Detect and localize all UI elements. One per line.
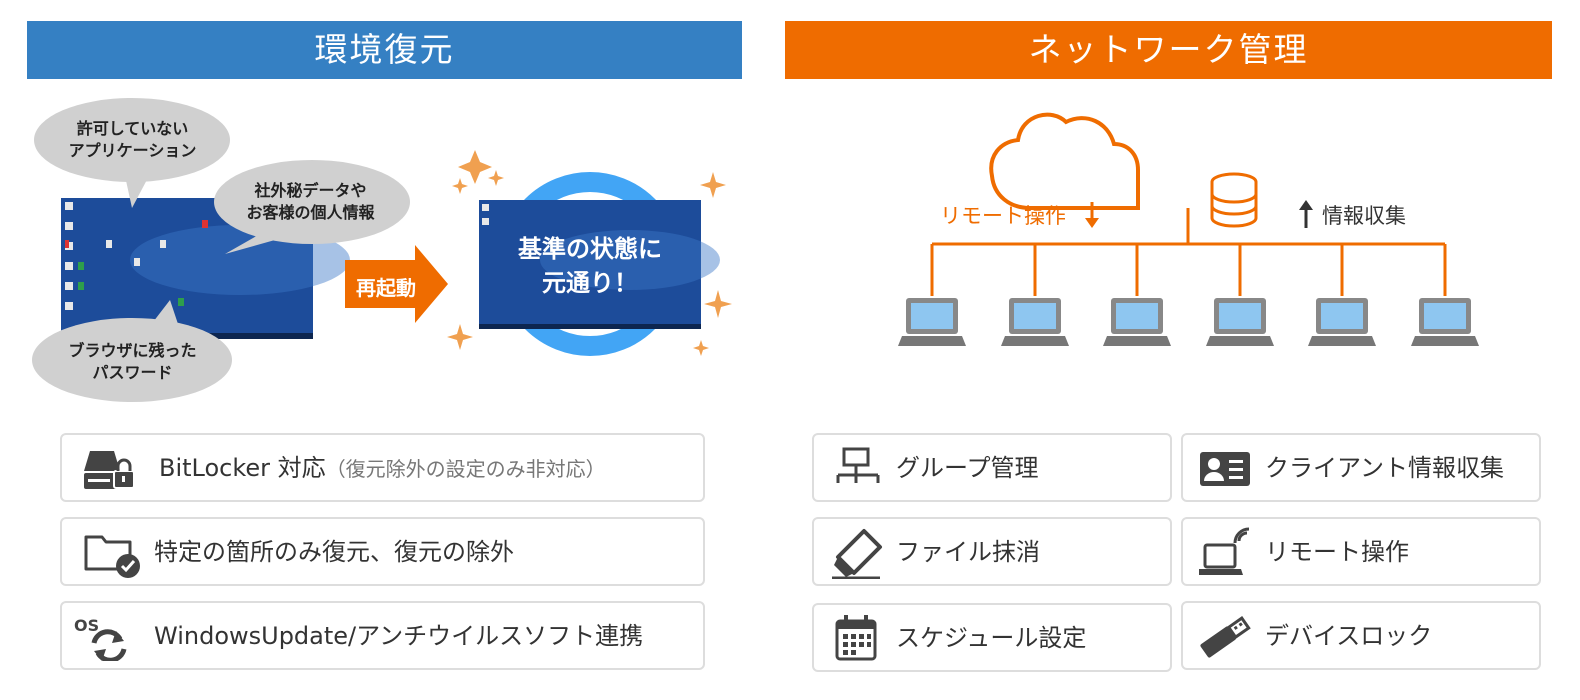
feature-file-erase: ファイル抹消 — [812, 517, 1172, 586]
feature-label: BitLocker 対応（復元除外の設定のみ非対応） — [159, 435, 606, 502]
feature-bitlocker: BitLocker 対応（復元除外の設定のみ非対応） — [60, 433, 705, 502]
feature-label: デバイスロック — [1265, 622, 1433, 650]
id-card-icon — [1200, 452, 1250, 486]
bubble-text-line: パスワード — [92, 363, 173, 382]
feature-label: スケジュール設定 — [896, 624, 1087, 652]
feature-client-info: クライアント情報収集 — [1181, 433, 1541, 502]
feature-schedule: スケジュール設定 — [812, 603, 1172, 672]
bubble-text-line: ブラウザに残った — [68, 341, 197, 360]
sparkles-decoration — [447, 150, 732, 356]
feature-label-note: （復元除外の設定のみ非対応） — [325, 457, 606, 481]
network-section-title: ネットワーク管理 — [785, 21, 1552, 79]
restored-line: 基準の状態に — [518, 235, 662, 263]
speech-bubbles — [32, 98, 410, 402]
restart-arrow — [345, 245, 448, 323]
feature-windowsupdate: OS WindowsUpdate/アンチウイルスソフト連携 — [60, 601, 705, 670]
calendar-icon — [835, 615, 877, 661]
info-collection-label: 情報収集 — [1322, 204, 1406, 228]
network-lines — [930, 208, 1447, 296]
eraser-icon — [832, 529, 882, 579]
network-diagram — [898, 112, 1479, 346]
database-icon — [1210, 172, 1258, 228]
restored-line: 元通り！ — [542, 269, 638, 297]
feature-label: クライアント情報収集 — [1265, 454, 1505, 482]
client-laptops — [898, 298, 1479, 346]
feature-label-main: BitLocker 対応 — [159, 454, 326, 482]
desktop-after-screen — [479, 200, 720, 329]
bubble-unauthorized-apps: 許可していない アプリケーション — [40, 118, 225, 162]
feature-remote-operation: リモート操作 — [1181, 517, 1541, 586]
os-sync-icon: OS — [74, 616, 127, 661]
restored-message: 基準の状態に 元通り！ — [480, 232, 700, 300]
feature-label: WindowsUpdate/アンチウイルスソフト連携 — [154, 622, 644, 650]
cloud-icon — [989, 112, 1140, 210]
remote-laptop-icon — [1199, 527, 1250, 575]
feature-partial-restore: 特定の箇所のみ復元、復元の除外 — [60, 517, 705, 586]
feature-label: 特定の箇所のみ復元、復元の除外 — [154, 538, 514, 566]
feature-label: グループ管理 — [896, 454, 1039, 482]
bubble-confidential-data: 社外秘データや お客様の個人情報 — [218, 180, 403, 224]
drive-lock-icon — [84, 451, 135, 489]
usb-icon — [1200, 616, 1251, 658]
restore-illustration — [32, 98, 732, 402]
restore-section-title: 環境復元 — [27, 21, 742, 79]
bubble-text-line: 社外秘データや — [254, 181, 367, 200]
bubble-browser-passwords: ブラウザに残った パスワード — [35, 340, 230, 384]
restart-label: 再起動 — [356, 276, 416, 300]
remote-operation-label: リモート操作 — [940, 204, 1066, 228]
folder-check-icon — [84, 535, 140, 578]
feature-label: ファイル抹消 — [896, 538, 1040, 566]
feature-group-management: グループ管理 — [812, 433, 1172, 502]
feature-label: リモート操作 — [1265, 538, 1409, 566]
svg-text:OS: OS — [74, 616, 99, 635]
feature-device-lock: デバイスロック — [1181, 601, 1541, 670]
laptop-icon — [1001, 298, 1069, 346]
laptop-icon — [1411, 298, 1479, 346]
network-group-icon — [836, 447, 880, 483]
laptop-icon — [1103, 298, 1171, 346]
bubble-text-line: アプリケーション — [68, 141, 197, 160]
laptop-icon — [1206, 298, 1274, 346]
laptop-icon — [1308, 298, 1376, 346]
bubble-text-line: 許可していない — [76, 119, 189, 138]
bubble-text-line: お客様の個人情報 — [246, 203, 375, 222]
laptop-icon — [898, 298, 966, 346]
